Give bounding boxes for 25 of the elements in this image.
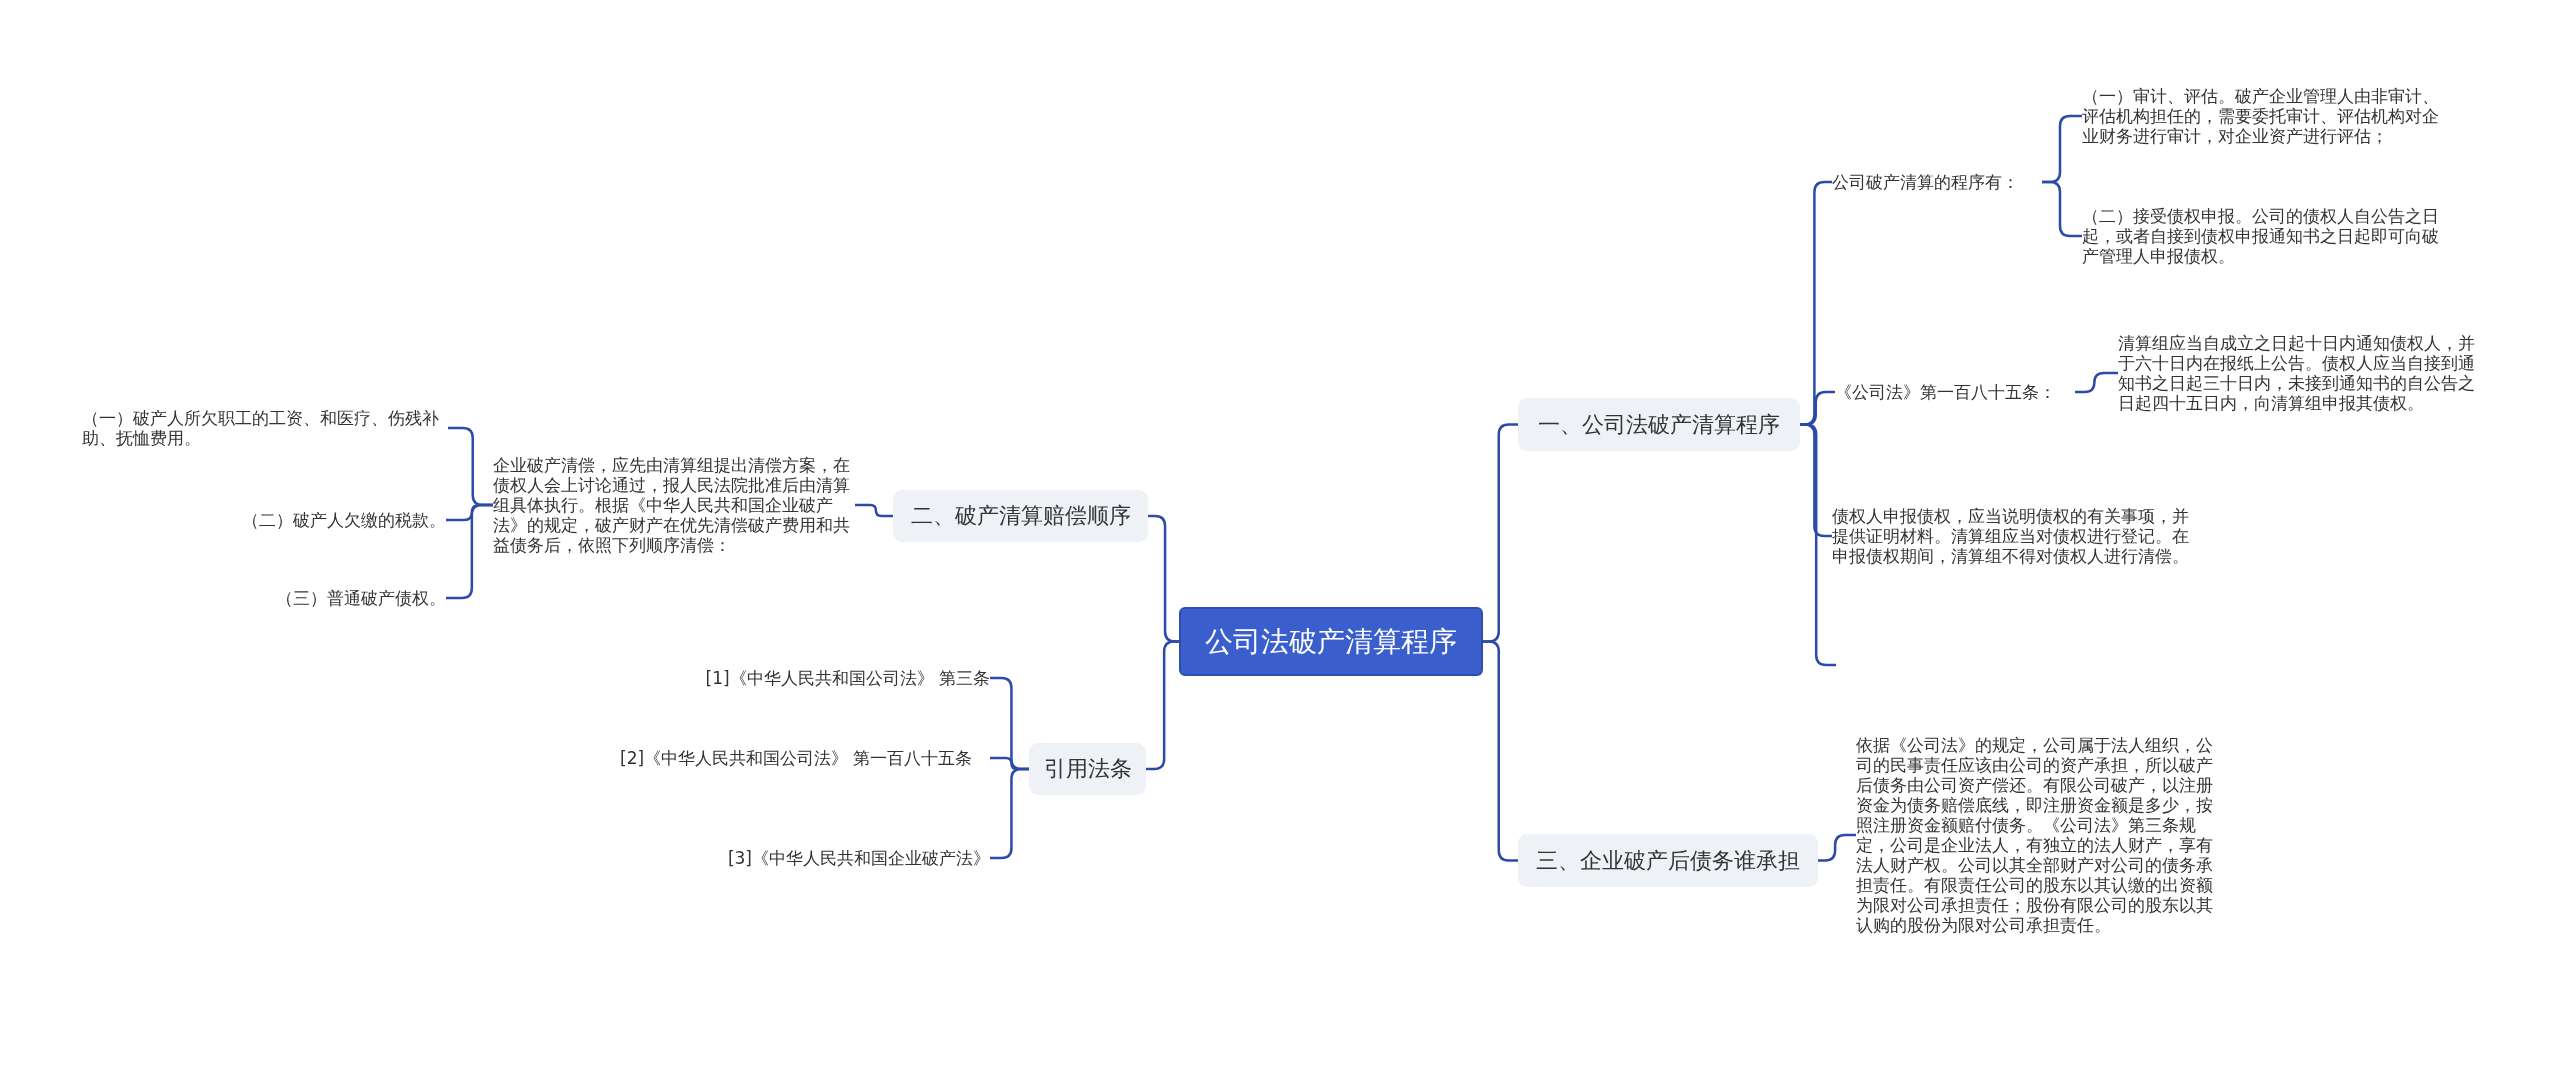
subtopic-text: （三）普通破产债权。	[180, 588, 446, 608]
subtopic-text: （一）审计、评估。破产企业管理人由非审计、评估机构担任的，需要委托审计、评估机构对企业财务进行审计，对企业资产进行评估；	[2082, 86, 2444, 146]
subtopic-text: [1]《中华人民共和国公司法》 第三条	[620, 668, 990, 688]
subtopic-text: [2]《中华人民共和国公司法》 第一百八十五条	[620, 748, 990, 768]
subtopic-text: 债权人申报债权，应当说明债权的有关事项，并提供证明材料。清算组应当对债权进行登记。在申报债权期间，清算组不得对债权人进行清偿。	[1832, 506, 2194, 566]
central-topic: 公司法破产清算程序	[1179, 607, 1483, 676]
branch-topic: 三、企业破产后债务谁承担	[1518, 834, 1818, 887]
subtopic-text: [3]《中华人民共和国企业破产法》	[620, 848, 990, 868]
subtopic-text: （二）接受债权申报。公司的债权人自公告之日起，或者自接到债权申报通知书之日起即可向破产管理人申报债权。	[2082, 206, 2444, 266]
subtopic-text: 企业破产清偿，应先由清算组提出清偿方案，在债权人会上讨论通过，报人民法院批准后由清算组具体执行。根据《中华人民共和国企业破产法》的规定，破产财产在优先清偿破产费用和共益债务后，依照下列顺序清偿：	[493, 455, 855, 555]
branch-topic: 二、破产清算赔偿顺序	[893, 490, 1148, 542]
branch-topic: 一、公司法破产清算程序	[1518, 398, 1800, 451]
connector-line	[1483, 640, 1518, 862]
subtopic-text: 依据《公司法》的规定，公司属于法人组织，公司的民事责任应该由公司的资产承担，所以破产后债务由公司资产偿还。有限公司破产，以注册资金为债务赔偿底线，即注册资金额是多少，按照注册资金额赔付债务。《公司法》第三条规定，公司是企业法人，有独立的法人财产，享有法人财产权。公司以其全部财产对公司的债务承担责任。有限责任公司的股东以其认缴的出资额为限对公司承担责任；股份有限公司的股东以其认购的股份为限对公司承担责任。	[1856, 735, 2218, 935]
subtopic-text: 《公司法》第一百八十五条：	[1835, 382, 2075, 402]
subtopic-text: 清算组应当自成立之日起十日内通知债权人，并于六十日内在报纸上公告。债权人应当自接到通知书之日起三十日内，未接到通知书的自公告之日起四十五日内，向清算组申报其债权。	[2118, 333, 2480, 413]
connector-line	[1818, 833, 1856, 862]
branch-topic: 引用法条	[1029, 743, 1146, 795]
subtopic-text: 公司破产清算的程序有：	[1832, 172, 2042, 192]
connector-line	[1800, 423, 1836, 667]
subtopic-text: （一）破产人所欠职工的工资、和医疗、伤残补助、抚恤费用。	[82, 408, 448, 448]
subtopic-text: （二）破产人欠缴的税款。	[180, 510, 446, 530]
connector-line	[1146, 640, 1179, 771]
connector-line	[2075, 371, 2118, 394]
connector-line	[855, 503, 893, 518]
